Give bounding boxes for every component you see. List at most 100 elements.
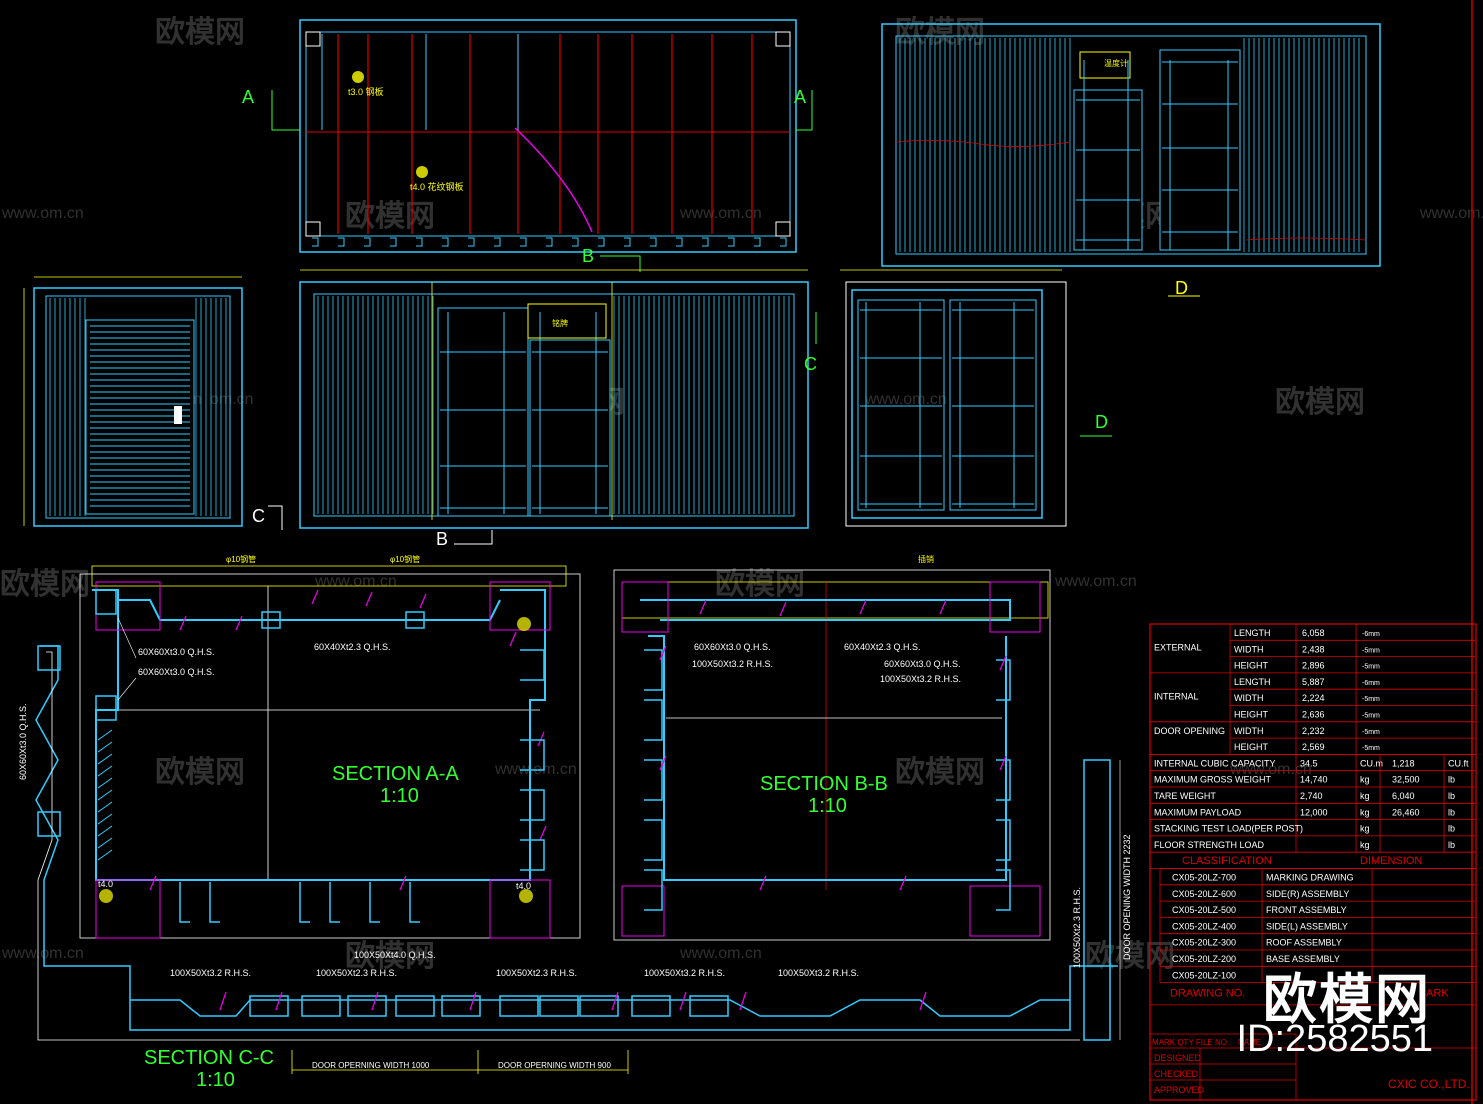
floor-beam-section <box>539 995 579 1017</box>
section-cc-label: 100X50Xt3.2 R.H.S. <box>170 968 251 978</box>
section-cc-vertical-label: 100X50Xt2.3 R.H.S. <box>1072 887 1082 968</box>
floor-bracket <box>676 237 683 247</box>
section-bb-label: 60X60Xt3.0 Q.H.S. <box>884 659 961 669</box>
floor-bracket <box>312 237 319 247</box>
floor-bracket <box>364 237 371 247</box>
weld-mark <box>611 991 619 1011</box>
weld-mark <box>659 645 667 661</box>
spec-value: 6,040 <box>1392 791 1415 801</box>
watermark-logo: 欧模网 <box>155 756 245 789</box>
spec-unit: kg <box>1360 824 1370 834</box>
floor-beam-section <box>347 995 387 1017</box>
drawing-number: CX05-20LZ-400 <box>1172 921 1236 931</box>
table-value: 6,058 <box>1302 628 1325 638</box>
drawing-name: SIDE(R) ASSEMBLY <box>1266 889 1349 899</box>
table-tolerance: -6mm <box>1362 680 1380 687</box>
weld-mark <box>779 601 787 617</box>
svg-text:欧模网: 欧模网 <box>345 200 435 233</box>
floor-profile <box>130 999 1070 1017</box>
weld-mark <box>859 599 867 615</box>
section-bb-scale: 1:10 <box>808 795 847 817</box>
door-end-view: D <box>840 269 1112 527</box>
weld-mark <box>759 875 767 891</box>
table-item-label: HEIGHT <box>1234 742 1269 752</box>
weld-mark <box>219 991 227 1011</box>
section-marker-b-bottom: B <box>436 529 448 549</box>
section-bb-label: 60X40Xt2.3 Q.H.S. <box>844 642 921 652</box>
weld-mark <box>679 991 687 1011</box>
spec-label: INTERNAL CUBIC CAPACITY <box>1154 758 1276 768</box>
weld-mark <box>509 631 517 647</box>
plate-label-t40: t4.0 花纹钢板 <box>410 181 464 192</box>
spec-unit: lb <box>1448 775 1455 785</box>
floor-bracket <box>702 237 709 247</box>
table-tolerance: -5mm <box>1362 696 1380 703</box>
drawing-number: CX05-20LZ-300 <box>1172 938 1236 948</box>
drawing-name: MARKING DRAWING <box>1266 873 1354 883</box>
table-item-label: LENGTH <box>1234 628 1271 638</box>
spec-unit: kg <box>1360 840 1370 850</box>
spec-label: MAXIMUM PAYLOAD <box>1154 807 1242 817</box>
hatch-line <box>97 753 113 765</box>
section-aa-label: t4.0 <box>98 879 113 889</box>
weld-mark <box>275 991 283 1011</box>
floor-bracket <box>624 237 631 247</box>
weld-mark <box>999 655 1007 671</box>
watermark-url: www.om.cn <box>1419 205 1483 222</box>
drawing-name: BASE ASSEMBLY <box>1266 954 1340 964</box>
spec-unit: lb <box>1448 824 1455 834</box>
spec-label: TARE WEIGHT <box>1154 791 1216 801</box>
table-tolerance: -5mm <box>1362 647 1380 654</box>
drawing-number: CX05-20LZ-600 <box>1172 889 1236 899</box>
svg-text:欧模网: 欧模网 <box>1275 386 1365 419</box>
side-rail-profile <box>520 839 545 871</box>
section-aa-label: φ10钢管 <box>390 554 420 564</box>
svg-text:欧模网: 欧模网 <box>155 756 245 789</box>
section-bb-title: SECTION B-B <box>760 773 888 795</box>
spec-unit: kg <box>1360 775 1370 785</box>
table-tolerance: -5mm <box>1362 745 1380 752</box>
floor-beam-section <box>499 995 539 1017</box>
table-group-label: INTERNAL <box>1154 692 1199 702</box>
rear-elevation-view: 温度计 D <box>881 23 1381 298</box>
side-rail-profile <box>996 869 1011 911</box>
watermark-logo: 欧模网 <box>0 568 90 601</box>
spec-value: 12,000 <box>1300 807 1328 817</box>
floor-beam-section <box>249 995 289 1017</box>
spec-unit: lb <box>1448 840 1455 850</box>
spec-value: 34.5 <box>1300 758 1318 768</box>
weld-mark <box>539 825 547 841</box>
table-item-label: WIDTH <box>1234 726 1264 736</box>
weld-mark <box>919 991 927 1011</box>
floor-cross-member <box>409 882 420 923</box>
floor-cross-member <box>299 882 310 923</box>
drawing-name: FRONT ASSEMBLY <box>1266 905 1347 915</box>
weld-mark <box>235 615 243 631</box>
section-aa-label: φ10钢管 <box>226 554 256 564</box>
table-group-label: EXTERNAL <box>1154 643 1202 653</box>
svg-text:欧模网: 欧模网 <box>155 16 245 49</box>
watermark-logo: 欧模网 <box>155 16 245 49</box>
spec-unit: lb <box>1448 791 1455 801</box>
watermark-logo: 欧模网 <box>1275 386 1365 419</box>
hatch-line <box>97 849 113 861</box>
watermark-logo: 欧模网 <box>715 568 805 601</box>
weld-mark <box>419 593 427 609</box>
table-item-label: HEIGHT <box>1234 661 1269 671</box>
section-cc-label: 100X50Xt3.2 R.H.S. <box>644 968 725 978</box>
table-value: 2,224 <box>1302 693 1325 703</box>
floor-cross-member <box>369 882 380 923</box>
floor-bracket <box>520 237 527 247</box>
table-value: 2,438 <box>1302 644 1325 654</box>
side-rail-profile <box>644 699 663 741</box>
hatch-line <box>97 813 113 825</box>
floor-beam-section <box>689 995 729 1017</box>
section-marker-b-top: B <box>582 246 594 266</box>
svg-text:欧模网: 欧模网 <box>345 940 435 973</box>
floor-beam-section <box>301 995 341 1017</box>
weld-mark <box>899 875 907 891</box>
watermark-url: om.cn <box>210 391 254 408</box>
section-bb-label: 插销 <box>918 554 934 564</box>
section-aa-label: 60X60Xt3.0 Q.H.S. <box>138 667 215 677</box>
